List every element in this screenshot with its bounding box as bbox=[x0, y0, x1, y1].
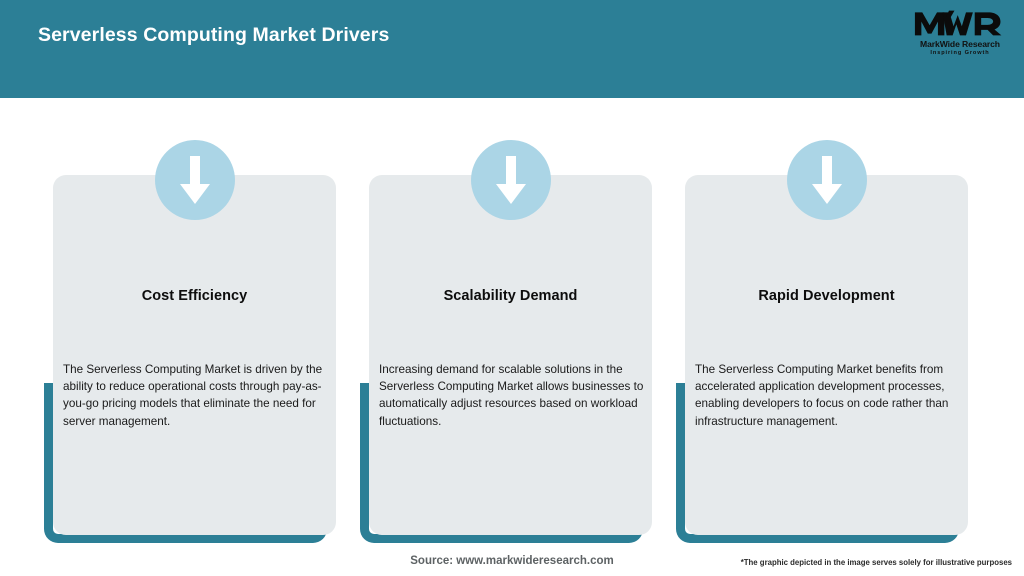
card-icon-badge bbox=[470, 140, 551, 220]
card-panel: Cost Efficiency The Serverless Computing… bbox=[53, 175, 336, 535]
header-bar: Serverless Computing Market Drivers Mark… bbox=[0, 0, 1024, 98]
card-description: The Serverless Computing Market is drive… bbox=[63, 363, 323, 428]
card-panel: Scalability Demand Increasing demand for… bbox=[369, 175, 652, 535]
source-label: Source: www.markwideresearch.com bbox=[410, 555, 614, 567]
card-title: Rapid Development bbox=[758, 288, 895, 304]
page-title: Serverless Computing Market Drivers bbox=[38, 24, 390, 46]
driver-card-1[interactable]: Cost Efficiency The Serverless Computing… bbox=[44, 140, 336, 544]
driver-card-2[interactable]: Scalability Demand Increasing demand for… bbox=[360, 140, 652, 544]
card-panel: Rapid Development The Serverless Computi… bbox=[685, 175, 968, 535]
card-icon-badge bbox=[154, 140, 235, 220]
down-arrow-icon bbox=[495, 156, 526, 204]
card-description: Increasing demand for scalable solutions… bbox=[379, 363, 644, 428]
card-title: Cost Efficiency bbox=[141, 288, 248, 304]
card-description: The Serverless Computing Market benefits… bbox=[695, 363, 949, 428]
down-arrow-icon bbox=[179, 156, 210, 204]
card-title: Scalability Demand bbox=[443, 288, 578, 304]
brand-logo: MarkWide Research Inspiring Growth bbox=[910, 8, 1010, 66]
down-arrow-icon bbox=[811, 156, 842, 204]
card-icon-badge bbox=[786, 140, 867, 220]
logo-tagline: Inspiring Growth bbox=[930, 50, 990, 56]
disclaimer-label: *The graphic depicted in the image serve… bbox=[740, 558, 1012, 567]
driver-card-3[interactable]: Rapid Development The Serverless Computi… bbox=[676, 140, 968, 544]
mwr-logo-icon bbox=[914, 10, 1002, 36]
logo-company-name: MarkWide Research bbox=[920, 39, 1000, 49]
